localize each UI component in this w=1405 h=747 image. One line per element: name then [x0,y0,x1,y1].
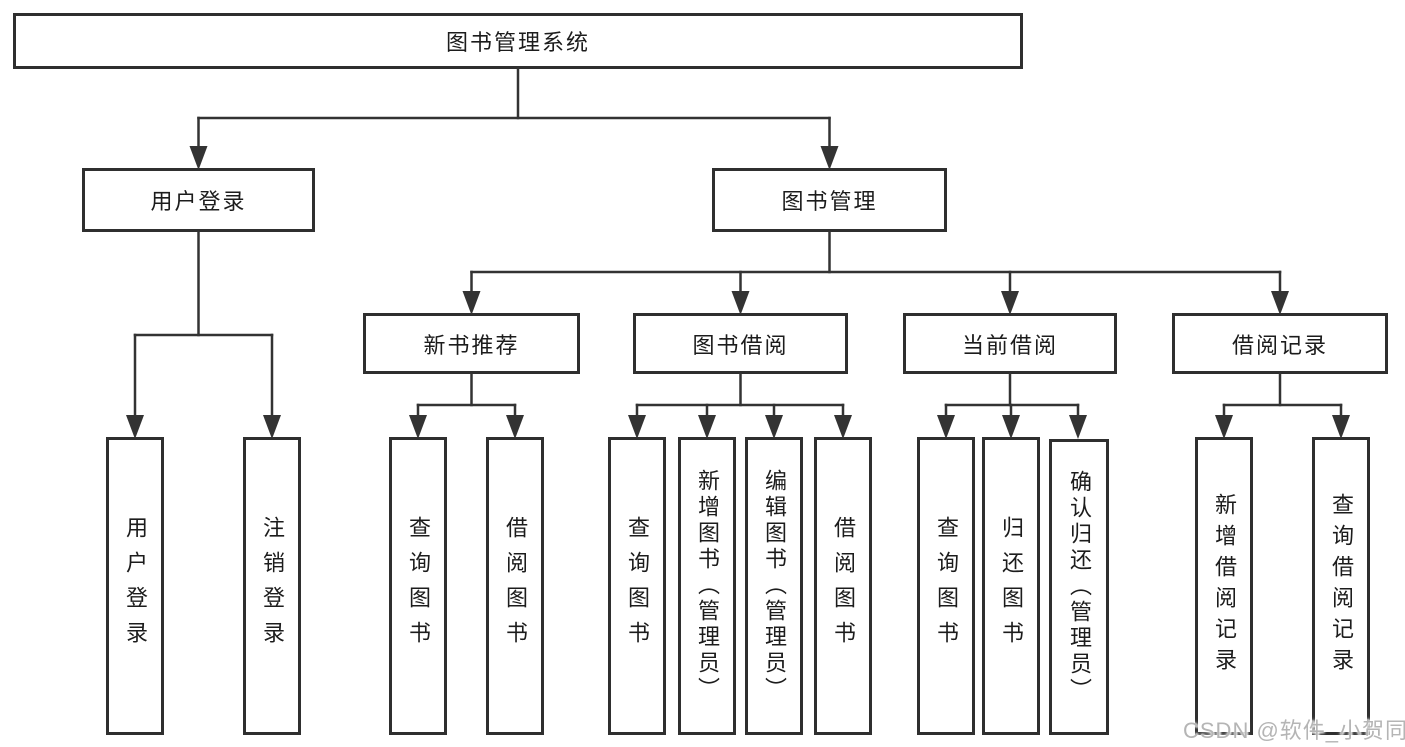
connector-borrow-branch [628,372,852,439]
node-label: 图书管理系统 [445,30,590,55]
node-label: 借阅记录 [1231,332,1328,358]
leaf-borrow-books-recommend: 借阅图书 [486,437,544,735]
leaf-label: 用户登录 [123,516,148,656]
leaf-add-books-admin: 新增图书（管理员） [678,437,736,735]
leaf-label: 确认归还（管理员） [1067,470,1092,704]
leaf-label: 查询图书 [625,516,650,656]
node-current-borrowing: 当前借阅 [903,313,1117,374]
leaf-label: 归还图书 [999,516,1024,656]
leaf-query-books-current: 查询图书 [917,437,975,735]
node-label: 图书借阅 [692,332,789,358]
node-book-borrowing: 图书借阅 [633,313,848,374]
leaf-label: 查询借阅记录 [1329,493,1354,679]
leaf-label: 新增图书（管理员） [695,469,720,703]
leaf-label: 编辑图书（管理员） [762,469,787,703]
leaf-edit-books-admin: 编辑图书（管理员） [745,437,803,735]
leaf-query-books-borrowing: 查询图书 [608,437,666,735]
leaf-query-borrow-record: 查询借阅记录 [1312,437,1370,735]
node-new-book-recommend: 新书推荐 [363,313,580,374]
leaf-user-login: 用户登录 [106,437,164,735]
leaf-return-books: 归还图书 [982,437,1040,735]
connector-bookmgmt-to-level3 [462,230,1289,315]
leaf-label: 借阅图书 [831,516,856,656]
leaf-logout: 注销登录 [243,437,301,735]
node-library-management-system: 图书管理系统 [13,13,1023,69]
leaf-add-borrow-record: 新增借阅记录 [1195,437,1253,735]
node-label: 新书推荐 [423,332,520,358]
node-label: 当前借阅 [961,332,1058,358]
leaf-label: 查询图书 [406,516,431,656]
node-book-management: 图书管理 [712,168,947,232]
leaf-label: 借阅图书 [503,516,528,656]
leaf-label: 查询图书 [934,516,959,656]
leaf-label: 新增借阅记录 [1212,493,1237,679]
leaf-borrow-books: 借阅图书 [814,437,872,735]
connector-newbooks-branch [409,372,524,439]
node-user-login: 用户登录 [82,168,315,232]
leaf-label: 注销登录 [260,516,285,656]
connector-root-to-level2 [189,66,839,170]
connector-userlogin-branch [126,230,281,439]
connector-current-branch [937,372,1087,439]
node-label: 用户登录 [150,189,247,214]
node-label: 图书管理 [781,189,878,214]
csdn-watermark: CSDN @软件_小贺同学 [1183,718,1405,743]
connector-records-branch [1215,372,1350,439]
leaf-confirm-return-admin: 确认归还（管理员） [1049,439,1109,735]
node-borrowing-records: 借阅记录 [1172,313,1388,374]
leaf-query-books-recommend: 查询图书 [389,437,447,735]
